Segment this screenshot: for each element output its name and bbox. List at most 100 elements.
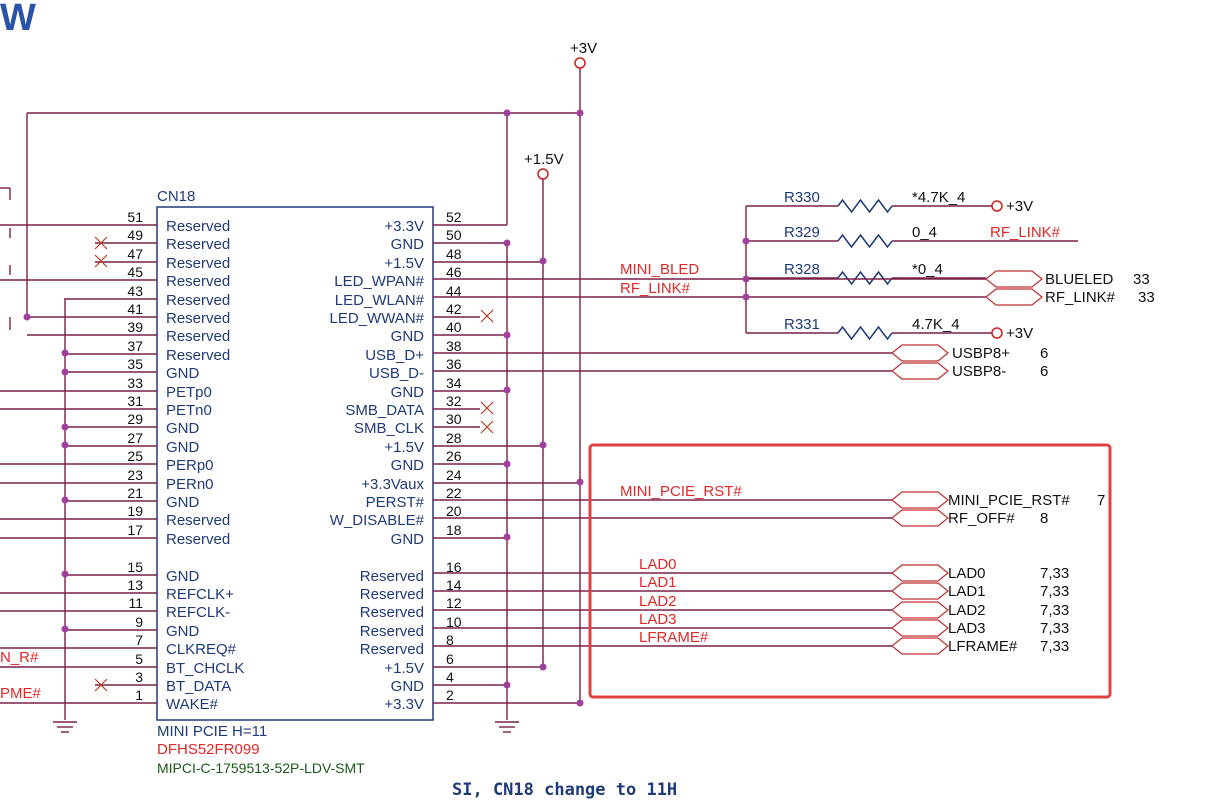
junction-dot	[61, 625, 69, 633]
off-page-connector	[891, 362, 949, 380]
right-pin-name: GND	[391, 328, 425, 345]
right-pin-number: 14	[446, 577, 462, 593]
off-page-connector	[891, 491, 949, 509]
off-page-connector	[985, 270, 1043, 288]
right-pin-name: +3.3V	[384, 218, 424, 235]
junction-dot	[742, 275, 750, 283]
port-page-ref: 33	[1138, 289, 1155, 306]
resistor-value: 0_4	[912, 224, 937, 241]
right-pin-name: +3.3V	[384, 696, 424, 713]
lpc-net-label: LAD2	[639, 593, 677, 610]
port-page-ref: 7,33	[1040, 620, 1069, 637]
lpc-net-label: LAD3	[639, 611, 677, 628]
left-pin-name: Reserved	[166, 512, 230, 529]
right-pin-number: 44	[446, 283, 462, 299]
port-page-ref: 6	[1040, 363, 1048, 380]
port-name: LAD2	[948, 602, 986, 619]
right-pin-number: 36	[446, 356, 462, 372]
right-pin-name: +3.3Vaux	[361, 476, 424, 493]
left-pin-number: 45	[127, 264, 143, 280]
left-pin-number: 43	[127, 283, 143, 299]
right-pin-name: +1.5V	[384, 255, 424, 272]
left-pin-name: PETp0	[166, 384, 212, 401]
right-pin-number: 40	[446, 319, 462, 335]
left-pin-name: Reserved	[166, 328, 230, 345]
left-pin-number: 29	[127, 411, 143, 427]
left-pin-name: Reserved	[166, 310, 230, 327]
left-pin-number: 27	[127, 430, 143, 446]
left-pin-name: GND	[166, 494, 200, 511]
right-pin-name: Reserved	[360, 586, 424, 603]
no-connect-mark	[94, 254, 108, 268]
junction-dot	[23, 313, 31, 321]
ground-symbol-right	[495, 721, 519, 733]
right-pin-name: SMB_DATA	[345, 402, 424, 419]
left-pin-name: Reserved	[166, 531, 230, 548]
net-label-rf-link: RF_LINK#	[620, 280, 691, 297]
power-1v5-label: +1.5V	[524, 151, 564, 168]
off-page-connector	[985, 288, 1043, 306]
resistor-net: +3V	[1006, 198, 1033, 215]
right-pin-name: Reserved	[360, 623, 424, 640]
port-name: USBP8+	[952, 345, 1010, 362]
right-pin-number: 32	[446, 393, 462, 409]
no-connect-mark	[480, 420, 494, 434]
left-pin-name: GND	[166, 439, 200, 456]
right-pin-number: 10	[446, 614, 462, 630]
ground-symbol-left	[53, 721, 77, 733]
right-pin-name: GND	[391, 457, 425, 474]
left-pin-name: Reserved	[166, 273, 230, 290]
port-name: USBP8-	[952, 363, 1006, 380]
left-pin-number: 5	[135, 651, 143, 667]
off-page-connector	[891, 582, 949, 600]
left-pin-number: 39	[127, 319, 143, 335]
resistor-net: +3V	[1006, 325, 1033, 342]
left-pin-number: 21	[127, 485, 143, 501]
left-pin-number: 47	[127, 246, 143, 262]
no-connect-mark	[94, 678, 108, 692]
left-pin-number: 1	[135, 687, 143, 703]
left-pin-name: Reserved	[166, 292, 230, 309]
left-pin-number: 35	[127, 356, 143, 372]
port-name: MINI_PCIE_RST#	[948, 492, 1070, 509]
port-name: LAD1	[948, 583, 986, 600]
left-pin-group: 51Reserved49Reserved47Reserved45Reserved…	[0, 209, 244, 713]
port-name: LAD0	[948, 565, 986, 582]
cn18-ref: CN18	[157, 188, 195, 205]
left-pin-name: REFCLK+	[166, 586, 234, 603]
right-pin-name: GND	[391, 678, 425, 695]
right-pin-name: USB_D-	[369, 365, 424, 382]
left-pin-name: BT_DATA	[166, 678, 231, 695]
resistor-symbol	[837, 198, 893, 214]
right-pin-name: SMB_CLK	[354, 420, 424, 437]
right-pin-name: LED_WWAN#	[330, 310, 425, 327]
right-pin-name: Reserved	[360, 641, 424, 658]
junction-dot	[503, 460, 511, 468]
power-3v-label: +3V	[570, 40, 597, 57]
left-pin-number: 23	[127, 467, 143, 483]
cn18-code: DFHS52FR099	[157, 741, 260, 758]
resistor-value: *0_4	[912, 261, 943, 278]
right-pin-number: 12	[446, 595, 462, 611]
power-terminal	[991, 327, 1003, 339]
no-connect-marks	[94, 236, 494, 692]
resistor-net: RF_LINK#	[990, 224, 1061, 241]
right-pin-number: 16	[446, 559, 462, 575]
resistor-value: *4.7K_4	[912, 189, 965, 206]
right-pin-number: 28	[446, 430, 462, 446]
port-name: LAD3	[948, 620, 986, 637]
resistor-symbol	[837, 325, 893, 341]
port-page-ref: 6	[1040, 345, 1048, 362]
right-pin-number: 48	[446, 246, 462, 262]
cn18-footprint: MIPCI-C-1759513-52P-LDV-SMT	[157, 760, 365, 776]
left-pin-number: 7	[135, 632, 143, 648]
left-pin-name: CLKREQ#	[166, 641, 237, 658]
right-pin-number: 46	[446, 264, 462, 280]
right-pin-name: Reserved	[360, 568, 424, 585]
right-pin-number: 2	[446, 687, 454, 703]
left-pin-name: WAKE#	[166, 696, 219, 713]
junction-dot	[503, 386, 511, 394]
junction-dot	[61, 368, 69, 376]
